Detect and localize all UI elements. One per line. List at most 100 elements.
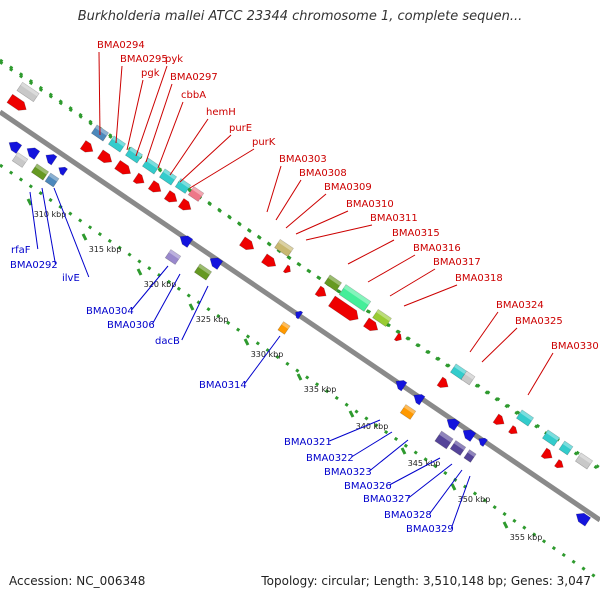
- map-title: Burkholderia mallei ATCC 23344 chromosom…: [77, 9, 523, 24]
- reverse-leader: [389, 457, 441, 486]
- forward-leader: [266, 165, 282, 213]
- strand-guide-line: [0, 163, 600, 582]
- gene-box: [449, 440, 467, 456]
- tick-label: 330 kbp: [251, 350, 284, 359]
- forward-leader: [145, 83, 173, 163]
- reverse-leader: [29, 191, 39, 250]
- accession-text: Accession: NC_006348: [9, 574, 146, 588]
- forward-gene-label: pgk: [141, 68, 160, 79]
- gene-box: [399, 404, 417, 420]
- forward-gene-label: BMA0294: [97, 40, 145, 51]
- gene-box: [372, 308, 392, 328]
- forward-gene-label: BMA0310: [346, 199, 394, 210]
- gene-box: [193, 263, 213, 281]
- gene-box: [124, 146, 144, 164]
- tick-mark: [243, 338, 250, 346]
- reverse-gene-arrow: [413, 394, 426, 406]
- forward-gene-arrow: [554, 459, 564, 469]
- tick-mark: [136, 268, 143, 276]
- reverse-gene-label: BMA0329: [406, 524, 454, 535]
- forward-gene-arrow: [79, 140, 94, 153]
- reverse-leader: [41, 187, 56, 265]
- forward-leader: [179, 134, 232, 183]
- reverse-leader: [151, 273, 181, 325]
- forward-gene-arrow: [393, 332, 402, 342]
- forward-gene-arrow: [163, 190, 178, 203]
- forward-gene-arrow: [6, 93, 27, 111]
- gene-box: [164, 249, 182, 265]
- reverse-leader: [369, 439, 409, 472]
- forward-leader: [126, 79, 144, 151]
- gene-box: [463, 449, 477, 463]
- gene-box: [277, 321, 291, 335]
- topology-summary: Topology: circular; Length: 3,510,148 bp…: [261, 574, 591, 588]
- label-leaders: [29, 51, 554, 529]
- reverse-gene-arrow: [8, 141, 23, 154]
- forward-gene-label: purK: [252, 137, 276, 148]
- reverse-gene-arrow: [462, 429, 477, 442]
- reverse-gene-label: ilvE: [62, 273, 80, 284]
- tick-mark: [26, 198, 33, 206]
- gene-box: [558, 440, 574, 456]
- forward-gene-arrow: [114, 159, 132, 175]
- gene-features: [6, 81, 594, 527]
- forward-leader: [275, 179, 302, 221]
- tick-label: 350 kbp: [458, 495, 491, 504]
- gene-box: [338, 284, 372, 312]
- forward-leader: [115, 65, 123, 144]
- tick-mark: [450, 483, 457, 491]
- forward-gene-label: BMA0303: [279, 154, 327, 165]
- forward-leader: [347, 239, 395, 265]
- reverse-gene-arrow: [478, 437, 488, 447]
- gene-box: [30, 163, 50, 181]
- gene-box: [274, 238, 294, 258]
- reverse-gene-arrow: [209, 257, 224, 270]
- gene-box: [460, 370, 476, 386]
- forward-gene-label: BMA0317: [433, 257, 481, 268]
- forward-leader: [169, 118, 209, 176]
- reverse-gene-arrow: [179, 235, 194, 248]
- tick-label: 325 kbp: [196, 315, 229, 324]
- forward-leader: [135, 65, 168, 157]
- forward-gene-arrow: [282, 264, 291, 274]
- forward-gene-label: pyk: [165, 54, 183, 65]
- forward-gene-arrow: [260, 253, 277, 268]
- forward-gene-label: BMA0295: [120, 54, 168, 65]
- reverse-gene-label: rfaF: [11, 245, 31, 256]
- reverse-gene-arrow: [45, 154, 58, 166]
- forward-leader: [527, 352, 554, 396]
- gene-box: [434, 430, 454, 450]
- reverse-leader: [53, 187, 90, 278]
- reverse-gene-arrow: [395, 380, 408, 392]
- reverse-leader: [351, 431, 393, 458]
- gene-labels: BMA0294BMA0295pgkpykBMA0297cbbAhemHpurEp…: [10, 40, 599, 535]
- reverse-gene-label: dacB: [155, 336, 180, 347]
- reverse-gene-label: BMA0322: [306, 453, 354, 464]
- reverse-gene-arrow: [446, 418, 461, 431]
- reverse-gene-label: BMA0304: [86, 306, 134, 317]
- forward-leader: [481, 327, 518, 363]
- reverse-gene-arrow: [58, 166, 68, 176]
- forward-leader: [295, 210, 349, 235]
- forward-leader: [305, 224, 373, 241]
- gene-box: [44, 172, 60, 188]
- tick-label: 315 kbp: [89, 245, 122, 254]
- tick-mark: [81, 233, 88, 241]
- reverse-gene-label: BMA0326: [344, 481, 392, 492]
- forward-gene-label: BMA0309: [324, 182, 372, 193]
- tick-label: 320 kbp: [144, 280, 177, 289]
- reverse-gene-label: BMA0323: [324, 467, 372, 478]
- reverse-gene-label: BMA0321: [284, 437, 332, 448]
- reverse-gene-label: BMA0314: [199, 380, 247, 391]
- reverse-leader: [131, 265, 169, 311]
- forward-gene-arrow: [132, 172, 145, 184]
- forward-gene-arrow: [362, 317, 379, 332]
- tick-mark: [502, 521, 509, 529]
- forward-gene-arrow: [177, 198, 192, 211]
- forward-gene-arrow: [492, 413, 505, 425]
- gene-box: [141, 157, 161, 175]
- forward-leader: [367, 254, 416, 283]
- forward-gene-arrow: [314, 285, 327, 297]
